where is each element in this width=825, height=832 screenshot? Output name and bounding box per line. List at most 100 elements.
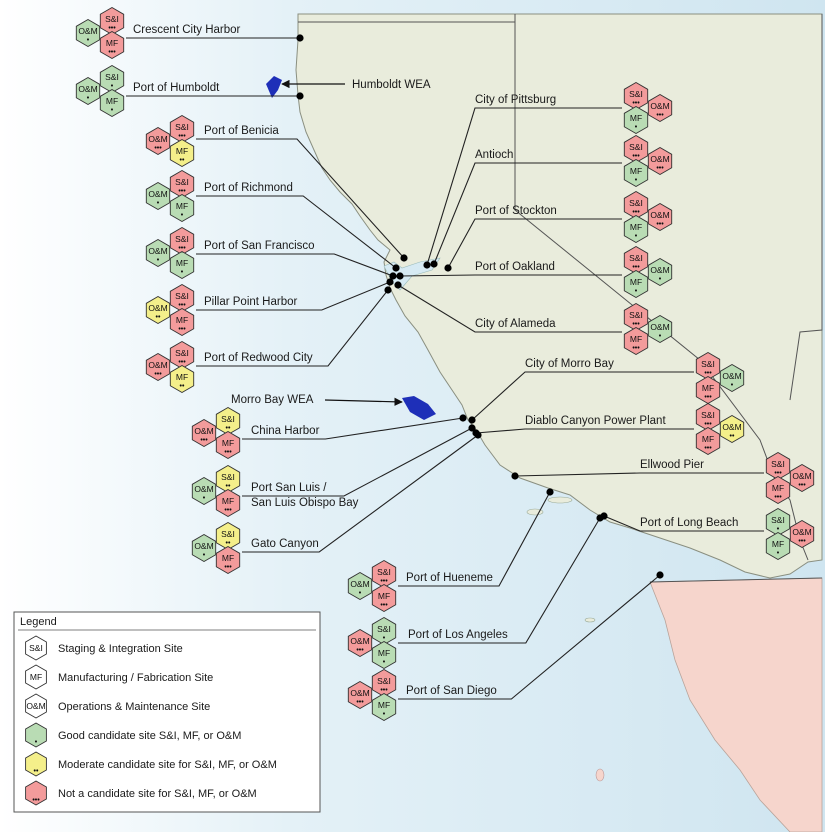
morro-bay-wea-shape xyxy=(402,396,436,420)
hex-label: O&M xyxy=(194,426,213,436)
humboldt-wea-shape xyxy=(266,76,282,98)
rating-dots: ••• xyxy=(656,165,664,172)
site-marker[interactable] xyxy=(384,286,392,294)
legend-text: Not a candidate site for S&I, MF, or O&M xyxy=(58,788,257,800)
site-marker[interactable] xyxy=(296,92,304,100)
state-border-mx xyxy=(649,577,823,583)
site-marker[interactable] xyxy=(394,281,402,289)
hex-label: MF xyxy=(106,96,118,106)
rating-dots: ••• xyxy=(380,578,388,585)
site-marker[interactable] xyxy=(396,272,404,280)
hex-label: O&M xyxy=(792,527,811,537)
channel-island xyxy=(595,768,605,782)
om-hex: O&M••• xyxy=(347,680,373,710)
site-marker[interactable] xyxy=(472,429,480,437)
site-marker[interactable] xyxy=(430,260,438,268)
site-marker[interactable] xyxy=(600,512,608,520)
hex-label: S&I xyxy=(701,359,715,369)
mexico-area xyxy=(649,577,823,832)
mf-hex: MF••• xyxy=(623,326,649,356)
om-hex: O&M••• xyxy=(647,202,673,232)
mf-hex: MF••• xyxy=(215,545,241,575)
rating-dots: • xyxy=(181,212,184,219)
rating-dots: ••• xyxy=(798,482,806,489)
om-hex: O&M• xyxy=(191,476,217,506)
site-cluster: O&M•S&I•••MF• xyxy=(623,245,673,299)
om-hex: O&M• xyxy=(191,533,217,563)
site-marker[interactable] xyxy=(386,278,394,286)
site-marker[interactable] xyxy=(392,264,400,272)
mf-hex: MF••• xyxy=(215,430,241,460)
hex-label: MF xyxy=(176,315,188,325)
mf-hex: MF• xyxy=(623,269,649,299)
rating-dots: ••• xyxy=(704,394,712,401)
rating-dots: • xyxy=(383,635,386,642)
leader-line xyxy=(447,218,622,269)
rating-dots: ••• xyxy=(632,209,640,216)
leader-line xyxy=(196,195,397,269)
om-hex: O&M••• xyxy=(191,418,217,448)
hex-label: O&M xyxy=(78,26,97,36)
om-hex: O&M••• xyxy=(145,352,171,382)
legend-moderate-hex: •• xyxy=(25,751,47,777)
site-marker[interactable] xyxy=(400,254,408,262)
rating-dots: • xyxy=(203,495,206,502)
rating-dots: •• xyxy=(34,768,39,775)
legend-text: Staging & Integration Site xyxy=(58,643,183,655)
rating-dots: ••• xyxy=(632,264,640,271)
site-name: City of Morro Bay xyxy=(525,358,614,370)
site-marker[interactable] xyxy=(296,34,304,42)
hex-label: O&M xyxy=(350,636,369,646)
rating-dots: ••• xyxy=(356,647,364,654)
rating-dots: ••• xyxy=(178,326,186,333)
si-hex: S&I••• xyxy=(371,668,397,698)
hex-label: O&M xyxy=(650,101,669,111)
site-marker[interactable] xyxy=(468,416,476,424)
om-hex: O&M• xyxy=(145,238,171,268)
leader-line xyxy=(398,491,551,587)
site-name: Gato Canyon xyxy=(251,538,319,550)
rating-dots: • xyxy=(383,711,386,718)
land-area xyxy=(295,13,823,579)
om-hex: O&M••• xyxy=(145,126,171,156)
site-marker[interactable] xyxy=(468,424,476,432)
site-cluster: O&M•S&I•••MF••• xyxy=(623,302,673,356)
hex-label: MF xyxy=(222,553,234,563)
hex-label: MF xyxy=(630,222,642,232)
hex-label: S&I xyxy=(629,142,643,152)
rating-dots: • xyxy=(635,177,638,184)
hex-label: S&I xyxy=(629,310,643,320)
leader-line xyxy=(242,434,479,553)
rating-dots: ••• xyxy=(704,370,712,377)
site-cluster: O&M•••S&I•••MF•• xyxy=(145,340,195,394)
hex-label: O&M xyxy=(722,422,741,432)
rating-dots: ••• xyxy=(380,687,388,694)
site-marker[interactable] xyxy=(459,414,467,422)
hex-label: S&I xyxy=(629,253,643,263)
legend-item: •Good candidate site S&I, MF, or O&M xyxy=(25,722,241,748)
channel-island xyxy=(526,508,544,516)
hex-label: MF xyxy=(630,277,642,287)
site-cluster: O&M•••S&I•••MF• xyxy=(347,668,397,722)
site-cluster: O&M•••S&I••MF••• xyxy=(191,406,241,460)
site-marker[interactable] xyxy=(546,488,554,496)
site-marker[interactable] xyxy=(511,472,519,480)
site-marker[interactable] xyxy=(656,571,664,579)
rating-dots: • xyxy=(659,333,662,340)
site-cluster: O&M•••S&I•••MF• xyxy=(623,190,673,244)
wea-arrow xyxy=(324,397,403,407)
wea-label: Morro Bay WEA xyxy=(231,394,314,406)
site-marker[interactable] xyxy=(444,264,452,272)
site-marker[interactable] xyxy=(389,272,397,280)
leader-line xyxy=(196,281,391,311)
om-hex: O&M• xyxy=(145,181,171,211)
site-marker[interactable] xyxy=(423,261,431,269)
mf-hex: MF• xyxy=(371,692,397,722)
site-cluster: O&M•••S&I•••MF••• xyxy=(765,451,815,505)
hex-label: S&I xyxy=(771,515,785,525)
rating-dots: • xyxy=(635,124,638,131)
